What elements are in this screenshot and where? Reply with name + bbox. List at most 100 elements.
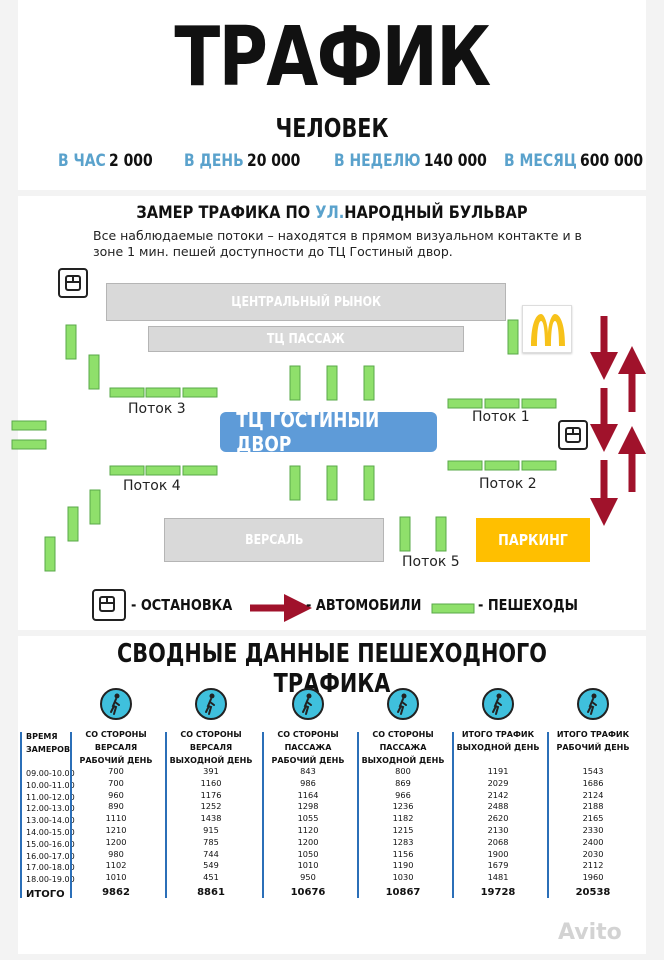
- stat-value: 20 000: [246, 151, 301, 171]
- pedestrian-arrow: [507, 319, 519, 355]
- column-divider: [70, 732, 72, 898]
- column-total: 9862: [102, 886, 130, 898]
- table-cell: 800: [395, 766, 411, 776]
- table-cell: 1182: [392, 813, 414, 824]
- pedestrian-arrow: [109, 387, 145, 398]
- avito-watermark: Avito: [558, 920, 622, 945]
- pedestrian-icon: [482, 688, 514, 720]
- flow-label-5: Поток 5: [402, 554, 460, 570]
- table-cell: 2112: [582, 860, 604, 871]
- column-divider: [20, 732, 22, 898]
- table-cell: 1156: [392, 848, 414, 859]
- table-cell: 2188: [582, 801, 604, 812]
- table-cell: 1438: [200, 813, 222, 824]
- table-cell: 2068: [487, 836, 509, 847]
- table-cell: 980: [108, 848, 124, 859]
- pedestrian-arrow: [67, 506, 79, 542]
- pedestrian-arrow: [484, 398, 520, 409]
- stat-label: В НЕДЕЛЮ: [334, 151, 421, 171]
- pedestrian-arrow: [65, 324, 77, 360]
- table-cell: 1120: [297, 824, 319, 835]
- table-cell: 2400: [582, 836, 604, 847]
- gostiny-label: ТЦ ГОСТИНЫЙ ДВОР: [236, 408, 380, 456]
- table-cell: 1236: [392, 801, 414, 812]
- gostiny-dvor-building: ТЦ ГОСТИНЫЙ ДВОР: [220, 408, 437, 456]
- table-cell: 1010: [297, 860, 319, 871]
- pedestrian-arrow: [484, 460, 520, 471]
- time-cell: 12.00-13.00: [26, 804, 75, 814]
- table-cell: 1102: [105, 860, 127, 871]
- time-cell: 13.00-14.00: [26, 816, 75, 826]
- table-cell: 744: [203, 848, 219, 859]
- table-cell: 2029: [487, 777, 509, 788]
- pedestrian-icon: [100, 688, 132, 720]
- table-cell: 2488: [487, 801, 509, 812]
- column-header: СО СТОРОНЫ ПАССАЖА ВЫХОДНОЙ ДЕНЬ: [361, 730, 445, 765]
- table-cell: 2124: [582, 789, 604, 800]
- legend-stop-label: - ОСТАНОВКА: [131, 596, 233, 614]
- table-cell: 1191: [487, 766, 509, 776]
- pedestrian-arrow: [44, 536, 56, 572]
- pedestrian-arrow: [11, 420, 47, 431]
- table-cell: 1050: [297, 848, 319, 859]
- mcdonalds-logo: [522, 305, 572, 353]
- pedestrian-icon: [577, 688, 609, 720]
- versal-building: ВЕРСАЛЬ: [164, 518, 384, 562]
- pedestrian-arrow: [88, 354, 100, 390]
- flow-label-1: Поток 1: [472, 409, 530, 425]
- central-market-label: ЦЕНТРАЛЬНЫЙ РЫНОК: [231, 294, 381, 310]
- table-cell: 986: [300, 777, 316, 788]
- table-cell: 1252: [200, 801, 222, 812]
- pedestrian-icon: [387, 688, 419, 720]
- table-cell: 451: [203, 872, 219, 883]
- map-title-highlight: УЛ.: [315, 203, 345, 223]
- column-header: СО СТОРОНЫ ВЕРСАЛЯ РАБОЧИЙ ДЕНЬ: [79, 730, 153, 765]
- table-cell: 1190: [392, 860, 414, 871]
- table-cell: 966: [395, 789, 411, 800]
- table-cell: 1686: [582, 777, 604, 788]
- table-cell: 1030: [392, 872, 414, 883]
- pedestrian-arrow: [447, 460, 483, 471]
- legend-pedestrians-label: - ПЕШЕХОДЫ: [478, 596, 578, 614]
- table-cell: 700: [108, 777, 124, 788]
- column-divider: [165, 732, 167, 898]
- total-label: ИТОГО: [26, 888, 65, 900]
- pedestrian-arrow: [11, 439, 47, 450]
- stat-value: 140 000: [423, 151, 487, 171]
- stat-value: 2 000: [109, 151, 153, 171]
- table-cell: 1055: [297, 813, 319, 824]
- map-title-post: НАРОДНЫЙ БУЛЬВАР: [344, 203, 528, 223]
- column-total: 19728: [480, 886, 516, 898]
- table-cell: 1010: [105, 872, 127, 883]
- pedestrian-arrow: [182, 387, 218, 398]
- pedestrian-arrow: [182, 465, 218, 476]
- page-title: ТРАФИК: [174, 10, 491, 105]
- pedestrian-arrow: [145, 387, 181, 398]
- time-cell: 17.00-18.00: [26, 863, 75, 873]
- passage-building: ТЦ ПАССАЖ: [148, 326, 464, 352]
- passage-label: ТЦ ПАССАЖ: [267, 331, 345, 347]
- map-title-pre: ЗАМЕР ТРАФИКА ПО: [136, 203, 316, 223]
- column-total: 10867: [385, 886, 421, 898]
- time-cell: 18.00-19.00: [26, 875, 75, 885]
- table-cell: 1900: [487, 848, 509, 859]
- column-header: ИТОГО ТРАФИК ВЫХОДНОЙ ДЕНЬ: [456, 730, 540, 752]
- pedestrian-arrow: [289, 365, 301, 401]
- table-cell: 2330: [582, 824, 604, 835]
- table-cell: 2165: [582, 813, 604, 824]
- bus-stop-icon: [58, 268, 88, 298]
- table-cell: 391: [203, 766, 219, 776]
- table-cell: 2620: [487, 813, 509, 824]
- pedestrian-arrow: [521, 398, 557, 409]
- column-header: СО СТОРОНЫ ВЕРСАЛЯ ВЫХОДНОЙ ДЕНЬ: [169, 730, 253, 765]
